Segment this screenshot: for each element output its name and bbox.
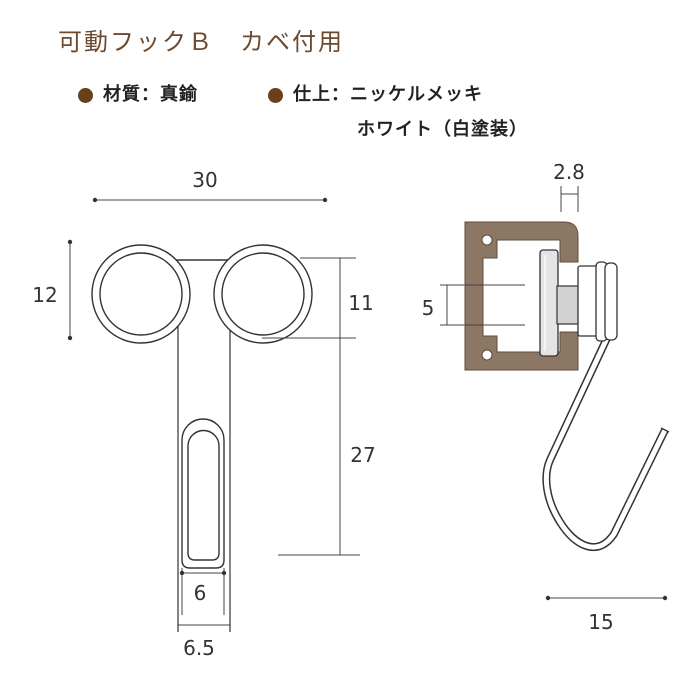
- dim-label-axle: 5: [422, 296, 435, 320]
- side-view: [464, 221, 670, 552]
- left-wheel-inner: [99, 252, 183, 336]
- dim-label-width: 30: [192, 168, 217, 192]
- roller-flange-outer: [604, 262, 618, 341]
- hook-wire-fill: [543, 334, 668, 550]
- front-dimension-dots: [67, 197, 328, 576]
- dim-label-wheel-height: 12: [32, 283, 57, 307]
- side-dimensions: [440, 186, 665, 599]
- dim-label-hook-outer: 6.5: [183, 636, 215, 660]
- spec-finish: 仕上：ニッケルメッキ: [268, 85, 483, 105]
- spec-finish-label: 仕上：ニッケルメッキ: [293, 84, 483, 105]
- rail-hole-bottom: [481, 349, 493, 361]
- right-wheel-inner: [221, 252, 305, 336]
- spec-finish-alt-label: ホワイト（白塗装）: [357, 119, 528, 140]
- dim-dot: [67, 239, 73, 245]
- dim-dot: [67, 335, 73, 341]
- dim-label-flange: 2.8: [553, 160, 585, 184]
- dim-dot: [179, 570, 185, 576]
- dim-dot: [221, 570, 227, 576]
- dim-label-lower: 27: [350, 443, 375, 467]
- dim-label-upper: 11: [348, 291, 373, 315]
- rail-profile: [464, 221, 579, 371]
- hook-front-outer: [181, 418, 225, 569]
- bullet-icon: [268, 87, 283, 103]
- front-dimensions: [69, 199, 360, 626]
- right-wheel-outer: [213, 244, 313, 344]
- axle: [556, 285, 580, 325]
- rail-hole-top: [481, 234, 493, 246]
- spec-finish-alt: ホワイト（白塗装）: [357, 120, 528, 140]
- hook-wire-tip: [660, 427, 670, 433]
- page-title: 可動フックＢ カベ付用: [58, 28, 344, 56]
- dim-label-hook-inner: 6: [194, 581, 207, 605]
- spec-material-label: 材質：真鍮: [103, 84, 198, 105]
- dim-dot: [92, 197, 98, 203]
- side-dimension-dots: [545, 595, 668, 601]
- spec-material: 材質：真鍮: [78, 85, 198, 105]
- dim-label-hook-depth: 15: [588, 610, 613, 634]
- hook-front-inner: [187, 429, 220, 561]
- dim-dot: [322, 197, 328, 203]
- dim-dot: [545, 595, 551, 601]
- left-wheel-outer: [91, 244, 191, 344]
- wheel-side: [539, 249, 559, 357]
- roller: [577, 265, 599, 337]
- front-view: [91, 244, 313, 632]
- bullet-icon: [78, 87, 93, 103]
- dim-dot: [662, 595, 668, 601]
